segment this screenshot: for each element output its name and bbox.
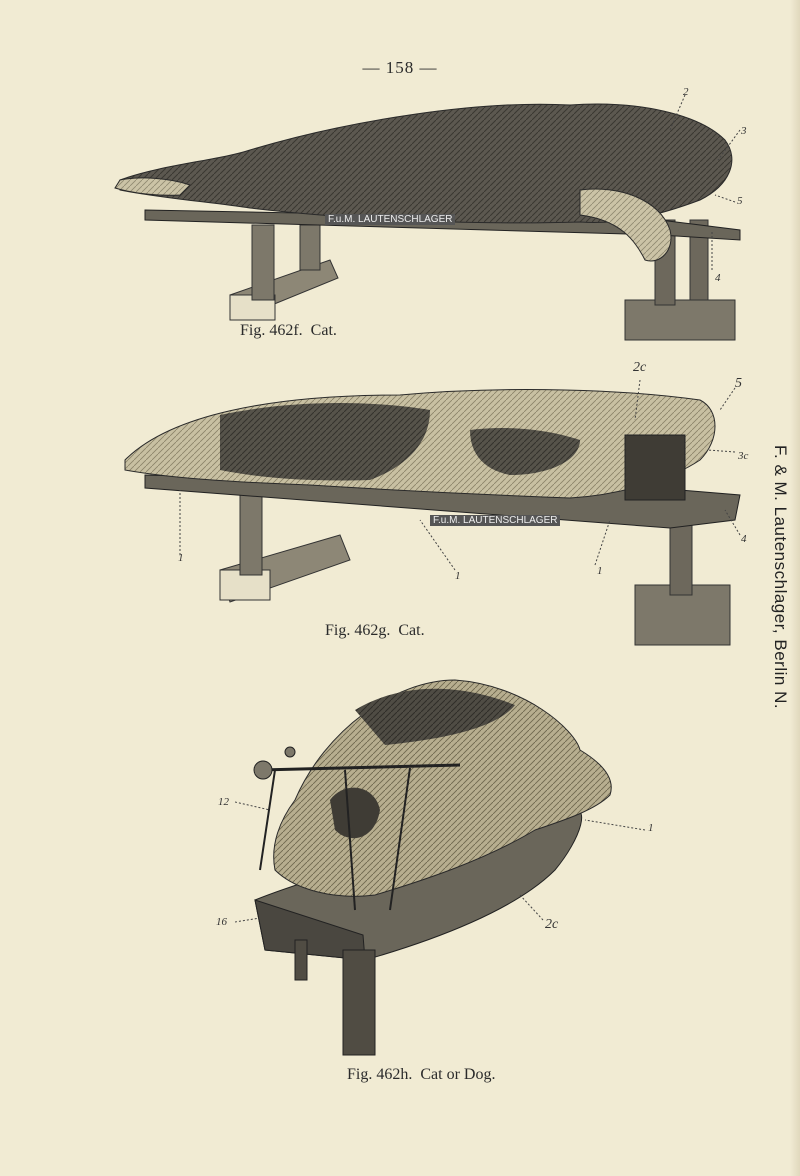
callout-label: 3 — [741, 125, 747, 137]
figure-caption: Fig. 462g. Cat. — [325, 622, 425, 639]
callout-label: 1 — [648, 822, 654, 834]
page-number: — 158 — — [362, 58, 438, 77]
callout-label: 4 — [715, 272, 721, 284]
callout-label: 2c — [633, 360, 647, 375]
figure-caption: Fig. 462f. Cat. — [240, 322, 337, 339]
callout-label: 1 — [455, 570, 461, 582]
callout-label: 2c — [545, 917, 559, 932]
page-edge-shadow — [790, 0, 800, 1176]
callout-label: 1 — [597, 565, 603, 577]
board-label: F.u.M. LAUTENSCHLAGER — [325, 214, 456, 225]
figure-462f-illustration: F.u.M. LAUTENSCHLAGER — [100, 90, 760, 350]
callout-label: 2 — [683, 86, 689, 98]
callout-label: 12 — [218, 796, 229, 808]
callout-label: 4 — [741, 533, 747, 545]
callout-label: 1 — [178, 552, 184, 564]
callout-label: 5 — [735, 376, 742, 391]
board-label: F.u.M. LAUTENSCHLAGER — [430, 515, 561, 526]
callout-label: 16 — [216, 916, 227, 928]
callout-label: 3c — [738, 450, 749, 462]
figure-462g-illustration: F.u.M. LAUTENSCHLAGER — [110, 370, 760, 655]
callout-label: 5 — [737, 195, 743, 207]
publisher-imprint: F. & M. Lautenschlager, Berlin N. — [771, 445, 790, 710]
figure-462h-illustration — [235, 670, 655, 1065]
figure-caption: Fig. 462h. Cat or Dog. — [347, 1066, 496, 1083]
